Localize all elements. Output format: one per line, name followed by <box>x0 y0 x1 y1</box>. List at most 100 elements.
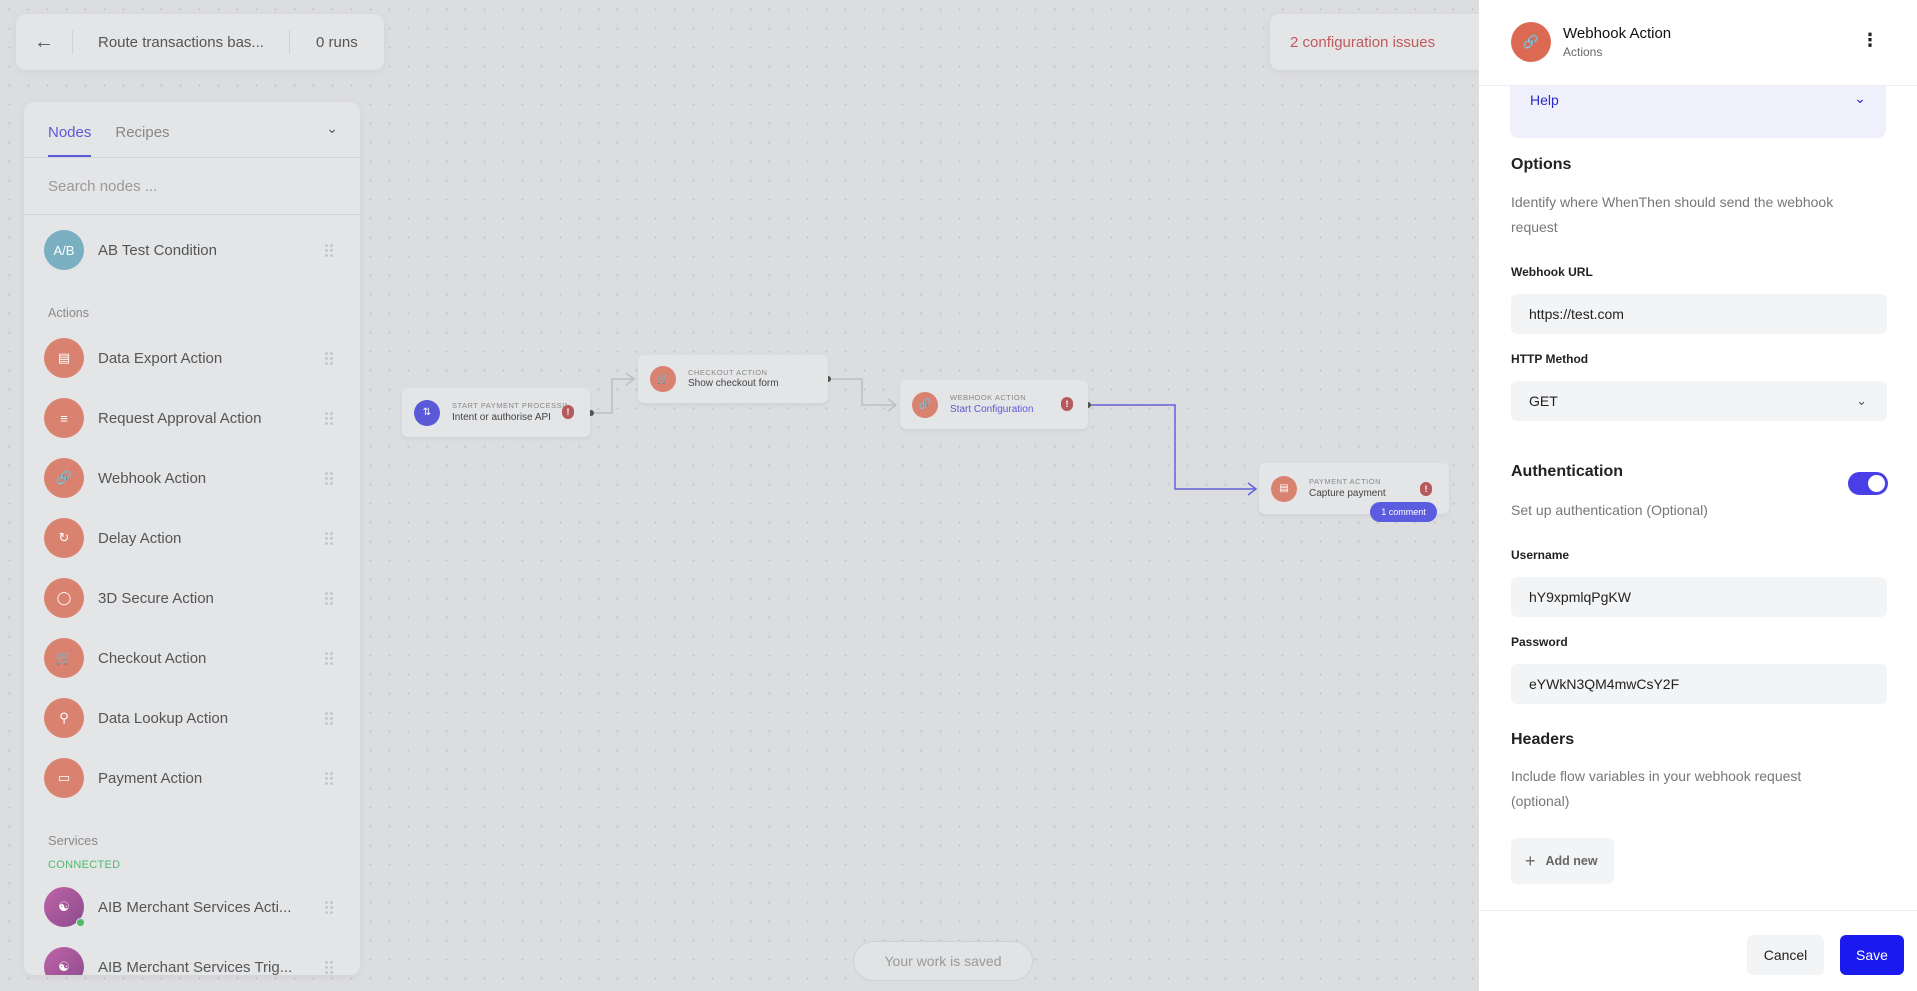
toggle-knob <box>1868 475 1885 492</box>
service-label: AIB Merchant Services Trig... <box>98 958 293 976</box>
node-item[interactable]: 🔗 Webhook Action <box>44 456 340 500</box>
cancel-button[interactable]: Cancel <box>1747 935 1824 975</box>
divider <box>72 30 73 54</box>
cart-icon: 🛒 <box>44 638 84 678</box>
section-services: Services <box>48 833 98 848</box>
more-vertical-icon[interactable]: ⋮ <box>1861 30 1879 50</box>
panel-tabs: Nodes Recipes ⌄ <box>24 102 360 158</box>
node-label: Payment Action <box>98 769 203 787</box>
panel-subtitle: Actions <box>1563 45 1603 59</box>
node-item[interactable]: 🛒 Checkout Action <box>44 636 340 680</box>
card-icon: ▭ <box>44 758 84 798</box>
drag-handle-icon[interactable] <box>324 591 334 605</box>
username-label: Username <box>1511 548 1570 562</box>
panel-header: 🔗 Webhook Action Actions ⋮ <box>1479 0 1917 86</box>
plus-icon: + <box>1525 850 1536 871</box>
ab-test-icon: A/B <box>44 230 84 270</box>
node-label: Capture payment <box>1309 487 1386 499</box>
node-item[interactable]: ↻Delay Action <box>44 516 340 560</box>
tab-nodes[interactable]: Nodes <box>48 124 92 157</box>
configuration-issues[interactable]: 2 configuration issues <box>1270 14 1510 70</box>
section-actions: Actions <box>48 306 89 320</box>
node-item[interactable]: ▤Data Export Action <box>44 336 340 380</box>
link-icon: 🔗 <box>44 458 84 498</box>
warning-icon: ! <box>1061 397 1073 411</box>
chevron-down-icon[interactable]: ⌄ <box>326 120 338 136</box>
shield-icon: ◯ <box>44 578 84 618</box>
search-icon: ⚲ <box>44 698 84 738</box>
node-kind: PAYMENT ACTION <box>1309 477 1382 487</box>
node-kind: START PAYMENT PROCESSING <box>452 401 567 411</box>
runs-count[interactable]: 0 runs <box>316 33 358 51</box>
drag-handle-icon[interactable] <box>324 651 334 665</box>
webhook-url-input[interactable]: https://test.com <box>1511 294 1887 334</box>
node-kind: CHECKOUT ACTION <box>688 367 768 377</box>
authentication-description: Set up authentication (Optional) <box>1511 502 1708 518</box>
service-item[interactable]: ☯ AIB Merchant Services Acti... <box>44 885 340 929</box>
options-heading: Options <box>1511 156 1572 173</box>
drag-handle-icon[interactable] <box>324 900 334 914</box>
headers-heading: Headers <box>1511 731 1575 748</box>
drag-handle-icon[interactable] <box>324 471 334 485</box>
connector-checkout-webhook <box>828 378 896 406</box>
drag-handle-icon[interactable] <box>324 411 334 425</box>
node-item[interactable]: ◯ 3D Secure Action <box>44 576 340 620</box>
node-item[interactable]: ⚲Data Lookup Action <box>44 696 340 740</box>
service-label: AIB Merchant Services Acti... <box>98 898 292 916</box>
http-method-value: GET <box>1529 393 1558 409</box>
chevron-down-icon: ⌄ <box>1856 393 1867 408</box>
username-input[interactable]: hY9xpmlqPgKW <box>1511 577 1887 617</box>
options-description: Identify where WhenThen should send the … <box>1511 194 1834 235</box>
link-icon: 🔗 <box>912 391 938 418</box>
add-header-button[interactable]: + Add new <box>1511 838 1614 884</box>
drag-handle-icon[interactable] <box>324 531 334 545</box>
arrow-left-icon[interactable]: ← <box>34 30 54 53</box>
node-label: Checkout Action <box>98 649 207 667</box>
swap-icon: ⇅ <box>414 399 440 426</box>
node-label: Request Approval Action <box>98 409 262 427</box>
save-status: Your work is saved <box>853 941 1033 981</box>
comment-badge[interactable]: 1 comment <box>1370 502 1437 522</box>
node-label: Webhook Action <box>98 469 207 487</box>
webhook-url-value: https://test.com <box>1529 306 1624 322</box>
save-button[interactable]: Save <box>1840 935 1904 975</box>
drag-handle-icon[interactable] <box>324 711 334 725</box>
arrowhead <box>887 398 898 412</box>
document-icon: ▤ <box>44 338 84 378</box>
connector-webhook-payment <box>1088 404 1256 490</box>
username-value: hY9xpmlqPgKW <box>1529 589 1631 605</box>
filter-icon: ≡ <box>44 398 84 438</box>
password-input[interactable]: eYWkN3QM4mwCsY2F <box>1511 664 1887 704</box>
aib-logo-icon: ☯ <box>44 947 84 975</box>
flow-header: ← Route transactions bas... 0 runs <box>16 14 384 70</box>
node-config-panel: 🔗 Webhook Action Actions ⋮ Help ⌄ Option… <box>1479 0 1917 991</box>
node-label: 3D Secure Action <box>98 589 214 607</box>
authentication-toggle[interactable] <box>1848 472 1888 495</box>
flow-title[interactable]: Route transactions bas... <box>98 33 264 51</box>
node-label: Show checkout form <box>688 378 779 390</box>
node-library-panel: Nodes Recipes ⌄ Search nodes ... A/B AB … <box>24 102 360 975</box>
node-item[interactable]: ▭ Payment Action <box>44 756 340 800</box>
search-input[interactable]: Search nodes ... <box>24 158 360 215</box>
issues-text: 2 configuration issues <box>1290 33 1436 51</box>
node-item[interactable]: ≡ Request Approval Action <box>44 396 340 440</box>
add-new-label: Add new <box>1545 854 1598 868</box>
clock-icon: ↻ <box>44 518 84 558</box>
arrowhead <box>1247 482 1258 496</box>
connected-dot <box>76 918 85 927</box>
http-method-select[interactable]: GET ⌄ <box>1511 381 1887 421</box>
service-item[interactable]: ☯ AIB Merchant Services Trig... <box>44 945 340 975</box>
node-label: Start Configuration <box>950 403 1034 415</box>
drag-handle-icon[interactable] <box>324 771 334 785</box>
drag-handle-icon[interactable] <box>324 960 334 974</box>
node-item-ab-test[interactable]: A/B AB Test Condition <box>44 228 340 272</box>
chevron-down-icon: ⌄ <box>1854 90 1866 106</box>
drag-handle-icon[interactable] <box>324 351 334 365</box>
cart-icon: 🛒 <box>650 366 676 392</box>
drag-handle-icon[interactable] <box>324 243 334 257</box>
tab-recipes[interactable]: Recipes <box>115 124 170 141</box>
help-accordion[interactable]: Help ⌄ <box>1510 86 1886 138</box>
